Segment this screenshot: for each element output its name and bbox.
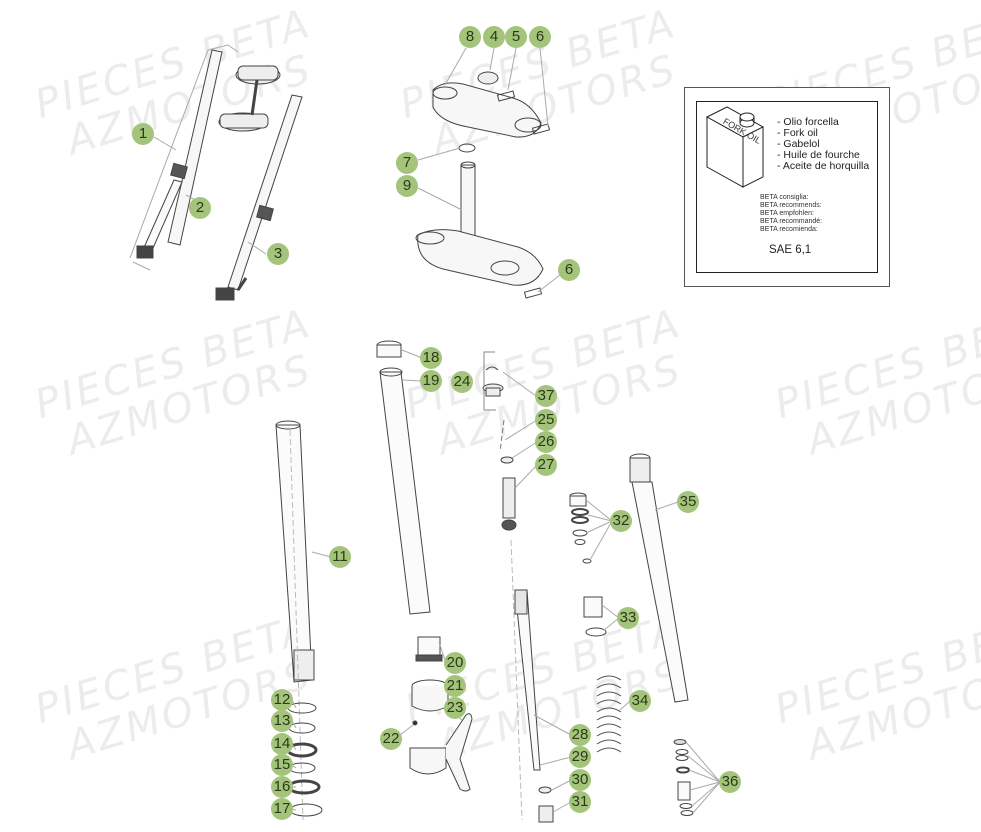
part-callout-3[interactable]: 3 (267, 243, 289, 265)
recommendation-line: BETA recomienda: (760, 226, 818, 233)
part-callout-25[interactable]: 25 (535, 409, 557, 431)
part-callout-9[interactable]: 9 (396, 175, 418, 197)
part-callout-8[interactable]: 8 (459, 26, 481, 48)
oil-name: - Fork oil (777, 127, 818, 139)
part-callout-6b[interactable]: 6 (558, 259, 580, 281)
part-callout-1[interactable]: 1 (132, 123, 154, 145)
triple-clamp-drawing (415, 47, 561, 299)
oil-names-list: - Olio forcella - Fork oil - Gabelol - H… (777, 117, 869, 172)
part-callout-12[interactable]: 12 (271, 689, 293, 711)
inner-tube-drawing (376, 340, 431, 615)
part-callout-16[interactable]: 16 (271, 776, 293, 798)
part-callout-24[interactable]: 24 (451, 371, 473, 393)
part-callout-37[interactable]: 37 (535, 385, 557, 407)
part-callout-26[interactable]: 26 (535, 431, 557, 453)
part-callout-5[interactable]: 5 (505, 26, 527, 48)
part-callout-23[interactable]: 23 (444, 697, 466, 719)
oil-can-icon (705, 106, 765, 188)
oil-grade: SAE 6,1 (769, 244, 812, 256)
part-callout-18[interactable]: 18 (420, 347, 442, 369)
part-callout-32[interactable]: 32 (610, 510, 632, 532)
part-callout-27[interactable]: 27 (535, 454, 557, 476)
recommendation-line: BETA empfohlen: (760, 210, 814, 217)
damper-tube-drawing (629, 453, 689, 703)
fork-oil-spec-inner: FORK OIL - Olio forcella - Fork oil - Ga… (696, 101, 878, 273)
recommendation-line: BETA recommandé: (760, 218, 823, 225)
part-callout-33[interactable]: 33 (617, 607, 639, 629)
part-callout-28[interactable]: 28 (569, 724, 591, 746)
part-callout-6[interactable]: 6 (529, 26, 551, 48)
part-callout-31[interactable]: 31 (569, 791, 591, 813)
part-callout-34[interactable]: 34 (629, 690, 651, 712)
part-callout-29[interactable]: 29 (569, 746, 591, 768)
recommendation-line: BETA consiglia: (760, 194, 809, 201)
part-callout-36[interactable]: 36 (719, 771, 741, 793)
oil-name: - Olio forcella (777, 116, 839, 128)
seal-kit-drawing (673, 739, 721, 816)
oil-name: - Huile de fourche (777, 149, 860, 161)
part-callout-20[interactable]: 20 (444, 652, 466, 674)
part-callout-4[interactable]: 4 (483, 26, 505, 48)
part-callout-21[interactable]: 21 (444, 675, 466, 697)
valve-parts-drawing (569, 492, 620, 637)
part-callout-19[interactable]: 19 (420, 370, 442, 392)
oil-name: - Aceite de horquilla (777, 160, 870, 172)
recommendation-list: BETA consiglia: BETA recommends: BETA em… (760, 194, 822, 234)
part-callout-7[interactable]: 7 (396, 152, 418, 174)
part-callout-22[interactable]: 22 (380, 728, 402, 750)
part-callout-15[interactable]: 15 (271, 754, 293, 776)
part-callout-2[interactable]: 2 (189, 197, 211, 219)
fork-assembly-drawing (129, 44, 303, 301)
recommendation-line: BETA recommends: (760, 202, 822, 209)
oil-name: - Gabelol (777, 138, 820, 150)
spring-drawing (596, 675, 631, 753)
part-callout-13[interactable]: 13 (271, 710, 293, 732)
part-callout-14[interactable]: 14 (271, 733, 293, 755)
part-callout-35[interactable]: 35 (677, 491, 699, 513)
part-callout-30[interactable]: 30 (569, 769, 591, 791)
fork-oil-spec-box: FORK OIL - Olio forcella - Fork oil - Ga… (684, 87, 890, 287)
outer-tube-drawing (275, 420, 332, 821)
cartridge-drawing (482, 351, 572, 823)
part-callout-11[interactable]: 11 (329, 546, 351, 568)
fork-foot-drawing (399, 636, 473, 792)
part-callout-17[interactable]: 17 (271, 798, 293, 820)
